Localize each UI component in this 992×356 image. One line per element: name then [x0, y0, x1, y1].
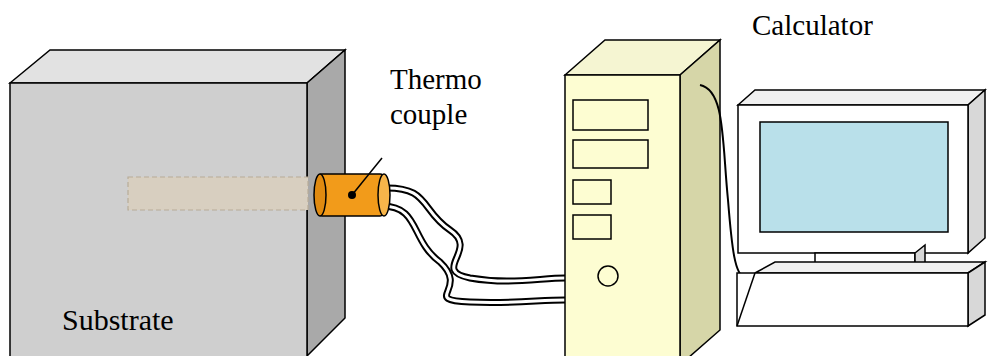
thermocouple — [314, 158, 390, 216]
computer-tower — [565, 40, 720, 356]
substrate-face: Substrate — [10, 83, 307, 353]
leader-line — [352, 158, 382, 195]
monitor — [737, 90, 985, 326]
substrate-block — [10, 50, 345, 356]
node-label: Substrate — [62, 303, 174, 338]
part-label: Thermo couple — [390, 62, 560, 132]
device-label: Calculator — [752, 8, 982, 43]
cable-inner — [382, 188, 565, 303]
cable — [382, 188, 565, 303]
